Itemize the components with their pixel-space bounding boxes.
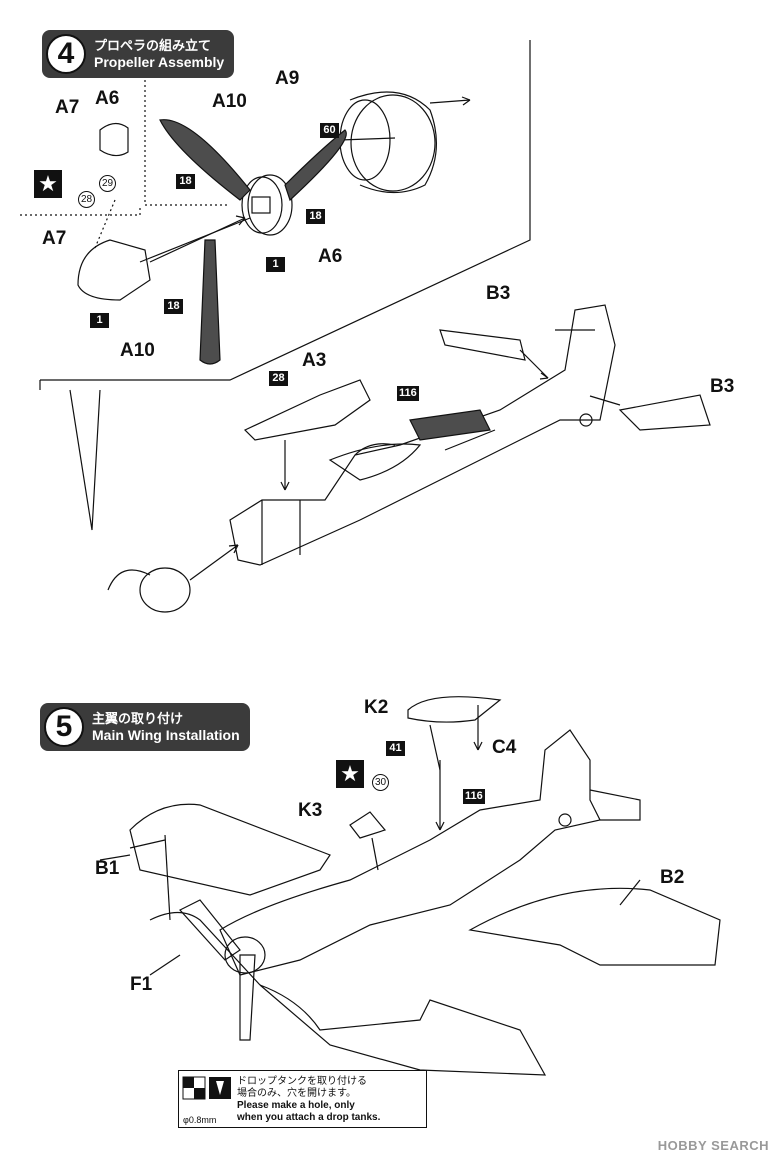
step-5-title: 主翼の取り付け Main Wing Installation [92,710,240,744]
part-label-a3: A3 [302,350,327,371]
part-label-a9: A9 [275,68,300,89]
color-code-circle: 30 [372,774,389,791]
drop-tank-note-text: ドロップタンクを取り付ける 場合のみ、穴を開けます。 Please make a… [237,1076,380,1124]
part-label-a6: A6 [318,246,343,267]
color-code-circle: 28 [78,191,95,208]
part-label-a10-top: A10 [212,91,247,112]
star-icon: ★ [34,170,62,198]
step-4-title-jp: プロペラの組み立て [94,38,212,53]
part-label-a10-bottom: A10 [120,340,155,361]
part-label-a6-inset: A6 [95,88,120,109]
note-line-en2: when you attach a drop tanks. [237,1112,381,1123]
part-label-k2: K2 [364,697,389,718]
drill-icon [182,1076,231,1100]
part-label-b3-right: B3 [710,376,735,397]
step-4-title: プロペラの組み立て Propeller Assembly [94,37,224,71]
watermark: HOBBY SEARCH [657,1138,769,1153]
part-label-k3: K3 [298,800,323,821]
step-5-title-jp: 主翼の取り付け [92,711,184,726]
step-4-header: 4 プロペラの組み立て Propeller Assembly [42,30,235,78]
color-code-circle: 29 [99,175,116,192]
color-code-square: 18 [164,299,183,314]
star-icon: ★ [336,760,364,788]
step-4-title-en: Propeller Assembly [94,54,225,70]
drop-tank-note: φ0.8mm ドロップタンクを取り付ける 場合のみ、穴を開けます。 Please… [178,1070,427,1128]
color-code-square: 1 [90,313,109,328]
step-5-number: 5 [44,707,84,747]
part-label-b1: B1 [95,858,120,879]
color-code-square: 1 [266,257,285,272]
color-code-square: 116 [463,789,485,804]
step-4-number: 4 [46,34,86,74]
color-code-square: 28 [269,371,288,386]
blade-a10-upper [159,119,251,201]
note-line-jp2: 場合のみ、穴を開けます。 [237,1088,356,1099]
color-code-square: 18 [176,174,195,189]
part-label-c4: C4 [492,737,517,758]
note-line-en1: Please make a hole, only [237,1100,355,1111]
part-label-b2: B2 [660,867,685,888]
color-code-square: 60 [320,123,339,138]
part-label-f1: F1 [130,974,153,995]
color-code-square: 18 [306,209,325,224]
note-line-jp1: ドロップタンクを取り付ける [237,1076,367,1087]
color-code-square: 116 [397,386,419,401]
part-label-b3-top: B3 [486,283,511,304]
drill-diameter: φ0.8mm [183,1115,217,1125]
part-label-a7-inset: A7 [55,97,80,118]
color-code-square: 41 [386,741,405,756]
step-5-title-en: Main Wing Installation [92,727,240,743]
part-label-a7: A7 [42,228,67,249]
step-5-header: 5 主翼の取り付け Main Wing Installation [40,703,250,751]
